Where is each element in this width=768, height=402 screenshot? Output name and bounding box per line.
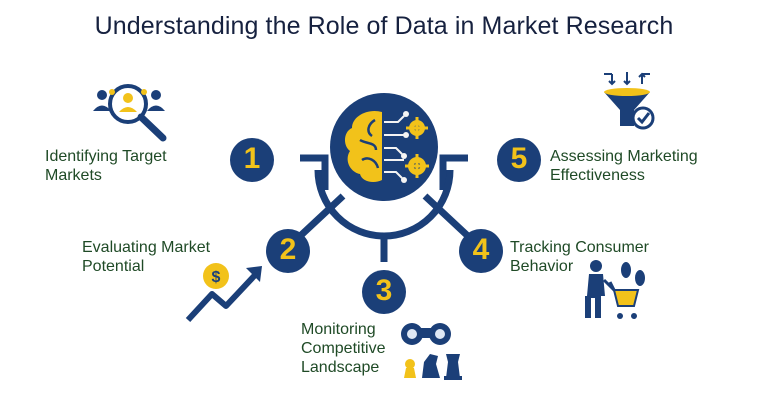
step-label-2: Evaluating Market Potential <box>82 239 211 275</box>
step-badges <box>230 138 541 314</box>
step-label-4: Tracking Consumer Behavior <box>510 239 650 275</box>
audience-magnifier-icon <box>93 84 167 142</box>
step-label-5: Assessing Marketing Effectiveness <box>550 148 698 184</box>
funnel-check-icon <box>604 72 655 130</box>
svg-text:$: $ <box>212 269 221 286</box>
shopper-cart-footprints-icon <box>585 260 645 319</box>
step-number-5: 5 <box>510 142 528 175</box>
step-number-4: 4 <box>472 233 490 266</box>
binoculars-chess-icon <box>401 323 462 380</box>
step-label-3: Monitoring Competitive Landscape <box>301 321 386 376</box>
step-number-2: 2 <box>279 233 297 266</box>
step-number-3: 3 <box>375 274 393 307</box>
brain-gears-icon <box>330 93 438 201</box>
page-title: Understanding the Role of Data in Market… <box>94 12 674 40</box>
step-label-1: Identifying Target Markets <box>45 148 167 184</box>
step-number-1: 1 <box>243 142 261 175</box>
rising-dollar-arrow-icon: $ <box>185 263 262 323</box>
hub-connectors <box>295 154 473 262</box>
